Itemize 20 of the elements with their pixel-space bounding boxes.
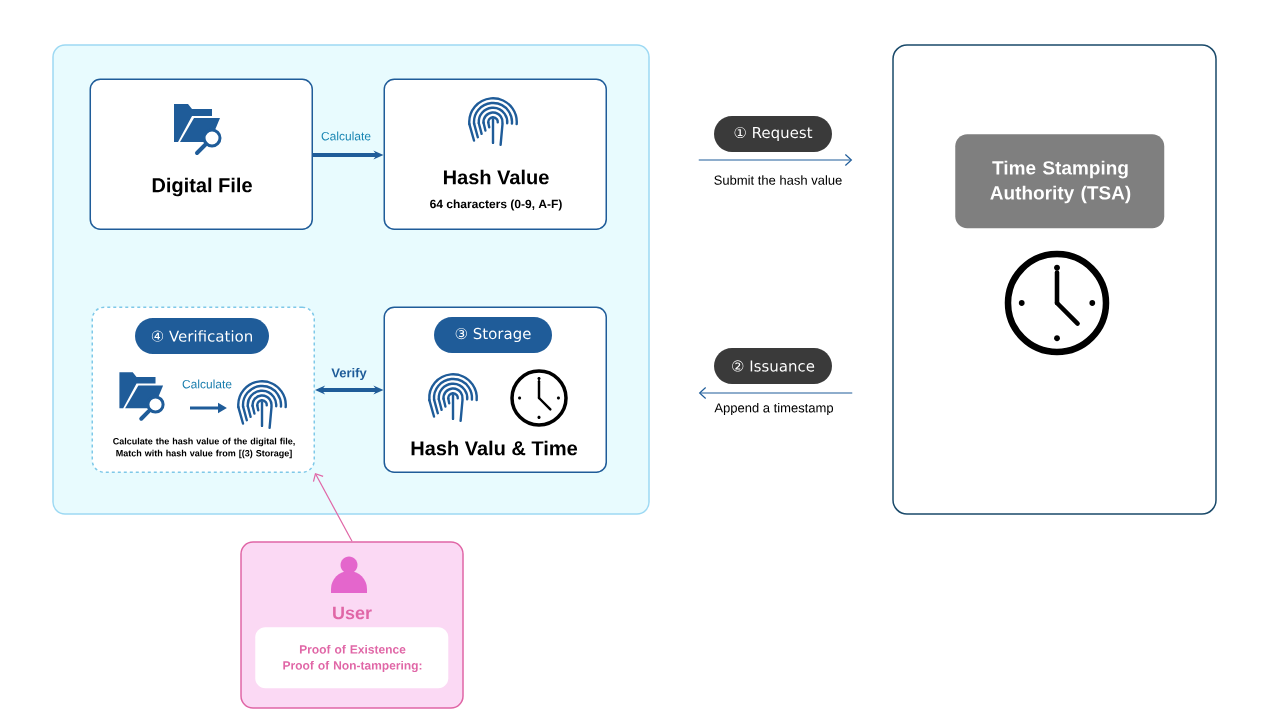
node-label: ④ Verification [151, 330, 252, 342]
node-label: 64 characters (0-9, A-F) [430, 199, 562, 211]
node-label: Calculate the hash value of the digital file, Match with hash value from [(3) Storage] [113, 437, 295, 459]
arrow [312, 473, 353, 542]
node-label: Proof of Existence Proof of Non-tampering: [283, 644, 422, 673]
edge-label: ② Issuance [714, 348, 832, 384]
note-text: Submit the hash value [714, 175, 842, 185]
node-label: Calculate [182, 379, 232, 389]
node-label: Hash Valu & Time [411, 440, 578, 456]
arrow [698, 386, 853, 400]
node-label: User [333, 606, 372, 620]
edge-label: ① Request [714, 116, 832, 152]
node-label: Hash Value [443, 169, 549, 185]
arrow [698, 153, 853, 167]
node-label: Digital File [152, 177, 252, 197]
node-label: ③ Storage [455, 327, 531, 343]
node-label: Time Stamping Authority (TSA) [990, 160, 1131, 204]
note-text: Append a timestamp [714, 402, 834, 416]
edge-label: Calculate [321, 131, 371, 141]
edge-label: Verify [331, 367, 367, 381]
